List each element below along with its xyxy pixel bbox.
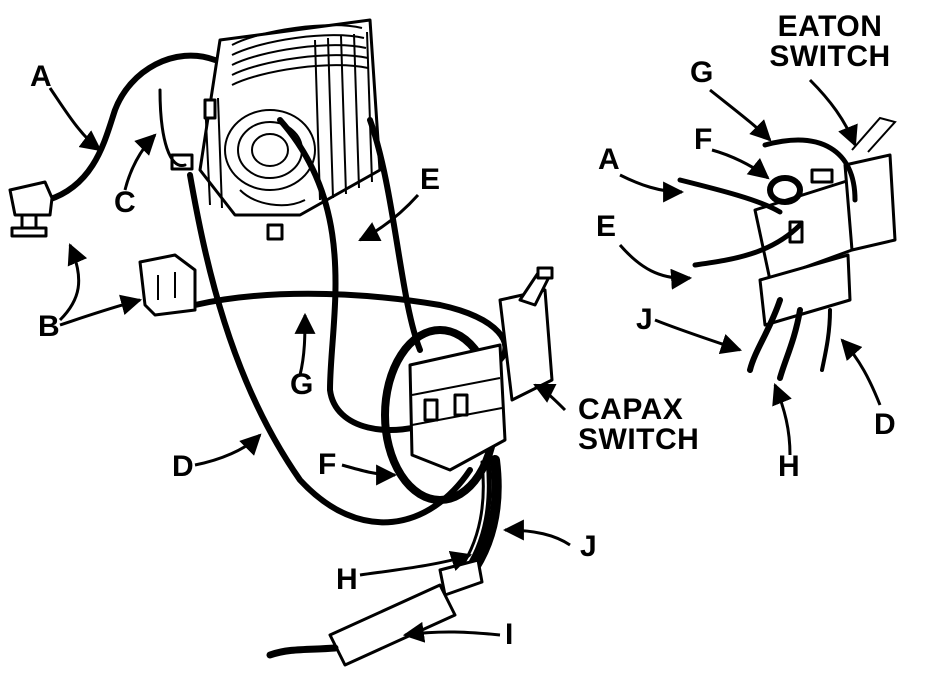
capax-title-line-2: SWITCH	[578, 423, 700, 456]
label-a-left: A	[30, 60, 52, 93]
label-j-left: J	[580, 530, 597, 563]
capax-title-line-1: CAPAX	[578, 393, 684, 426]
label-e-right: E	[596, 210, 617, 243]
label-i-left: I	[505, 618, 514, 651]
wire-g	[192, 290, 509, 363]
wire-a	[45, 52, 218, 203]
label-f-left: F	[318, 448, 337, 481]
eaton-switch	[753, 116, 897, 327]
label-b-left: B	[38, 310, 60, 343]
label-d-right: D	[874, 408, 896, 441]
motor-field-coil	[170, 18, 382, 241]
capax-switch-title: CAPAX SWITCH	[578, 395, 718, 455]
wire-d	[187, 172, 473, 526]
label-g-left: G	[290, 368, 314, 401]
eaton-switch-title: EATON SWITCH	[760, 12, 900, 72]
label-f-right: F	[694, 123, 713, 156]
terminal-block-b	[138, 253, 197, 317]
capax-switch	[381, 266, 554, 504]
label-a-right: A	[598, 143, 620, 176]
label-g-right: G	[690, 56, 714, 89]
terminal-block-a	[8, 180, 54, 238]
label-c-left: C	[114, 186, 136, 219]
eaton-wires	[677, 137, 858, 381]
label-h-left: H	[336, 563, 358, 596]
eaton-title-line-1: EATON	[777, 10, 883, 43]
label-j-right: J	[636, 303, 653, 336]
label-e-left: E	[420, 163, 441, 196]
eaton-title-line-2: SWITCH	[769, 40, 891, 73]
wire-c	[158, 88, 187, 167]
label-d-left: D	[172, 450, 194, 483]
leader-arrows	[48, 78, 882, 643]
label-h-right: H	[778, 450, 800, 483]
wire-loop	[367, 117, 423, 353]
